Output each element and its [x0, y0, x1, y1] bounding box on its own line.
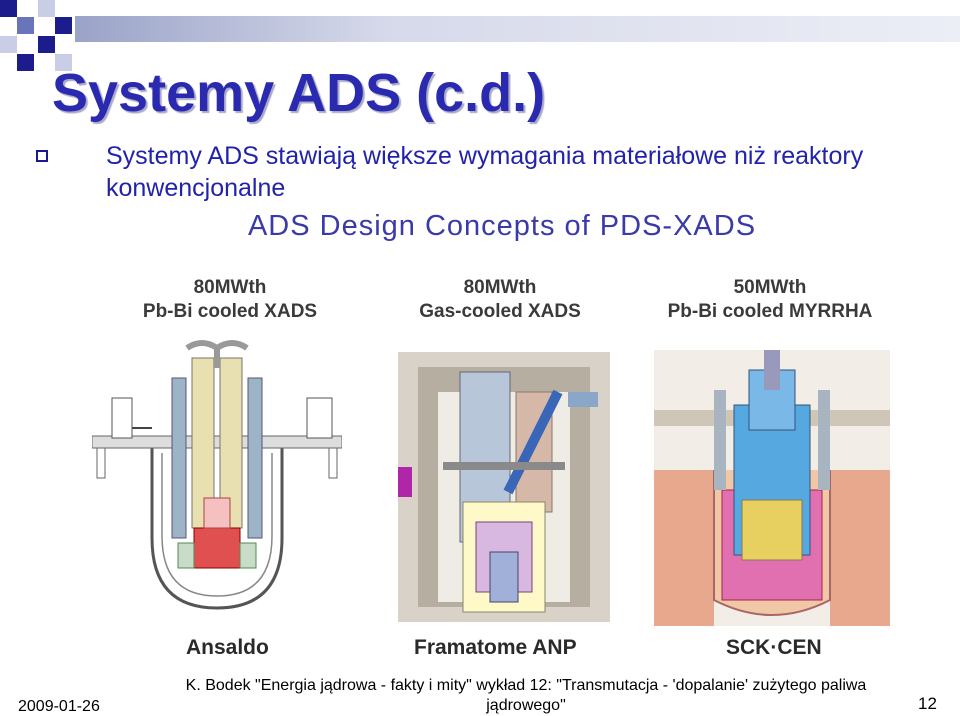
slide-date: 2009-01-26 — [18, 698, 100, 715]
bullet-icon — [36, 150, 48, 162]
maker-label-1: Ansaldo — [186, 636, 269, 659]
concept-power: 80MWth — [193, 277, 267, 298]
bullet-text: Systemy ADS stawiają większe wymagania m… — [106, 142, 864, 202]
maker-label-3: SCK·CEN — [726, 636, 822, 659]
concept-header-3: 50MWth Pb-Bi cooled MYRRHA — [620, 276, 920, 324]
framatome-reactor-diagram — [398, 352, 610, 622]
myrrha-reactor-diagram — [654, 350, 890, 626]
concept-header-1: 80MWth Pb-Bi cooled XADS — [100, 276, 360, 324]
page-number: 12 — [918, 694, 937, 713]
concept-power: 80MWth — [463, 277, 537, 298]
concept-name: Gas-cooled XADS — [419, 301, 581, 322]
concept-name: Pb-Bi cooled MYRRHA — [667, 301, 873, 322]
header-gradient-bar — [75, 16, 960, 42]
concept-name: Pb-Bi cooled XADS — [142, 301, 318, 322]
maker-label-2: Framatome ANP — [414, 636, 577, 659]
footer-citation: K. Bodek "Energia jądrowa - fakty i mity… — [185, 677, 867, 714]
ansaldo-reactor-diagram — [92, 340, 342, 610]
slide-title: Systemy ADS (c.d.) — [52, 63, 546, 123]
concept-header-2: 80MWth Gas-cooled XADS — [370, 276, 630, 324]
figure-subtitle: ADS Design Concepts of PDS-XADS — [247, 210, 757, 242]
concept-power: 50MWth — [733, 277, 807, 298]
